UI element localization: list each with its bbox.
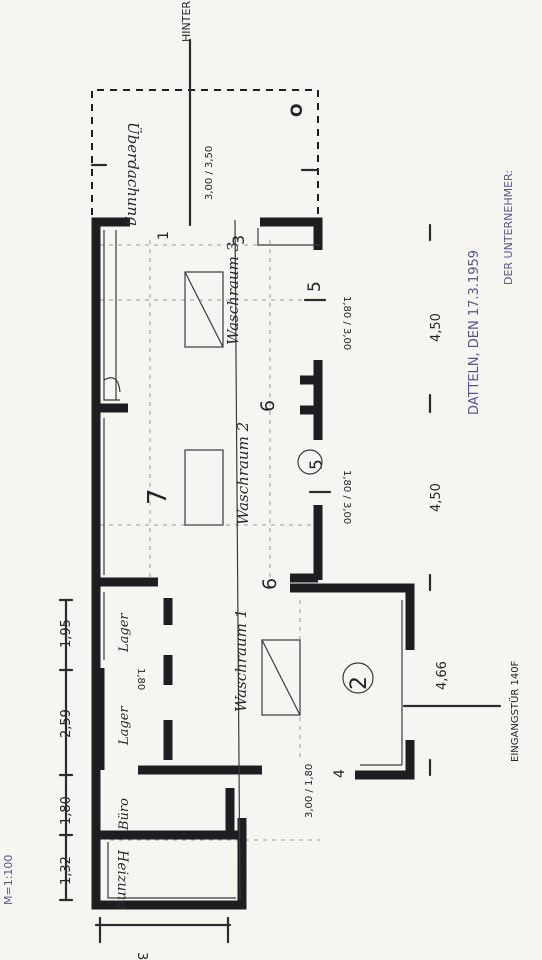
- mark-5-circle: [297, 449, 323, 475]
- faint-sketch-lines: [100, 240, 320, 841]
- dim-4-50-a: 4,50: [429, 313, 444, 342]
- room-waschraum-1: Waschraum 1: [232, 609, 250, 712]
- dim-3-25: 3,25: [134, 952, 149, 960]
- entrance-label: EINGANGSTÜR 140F: [508, 660, 521, 762]
- mark-5-b: 5: [307, 459, 327, 470]
- opening-window-1: 3,00 / 1,80: [304, 764, 315, 818]
- mark-5-a: 5: [305, 281, 325, 292]
- dim-4-50-b: 4,50: [429, 483, 444, 512]
- room-ueberdachung: Überdachung: [124, 122, 142, 226]
- dim-4-66: 4,66: [435, 661, 450, 690]
- dim-1-95: 1,95: [59, 619, 74, 648]
- dimension-chain-left: [58, 223, 432, 944]
- top-note-label: HINTERES DOPPELTOR: [180, 0, 193, 42]
- date-line: DATTELN, DEN 17.3.1959: [467, 250, 482, 415]
- mark-6-a: 6: [257, 400, 279, 412]
- mark-3: 3: [229, 235, 248, 245]
- mark-2-circle: [342, 662, 374, 694]
- opening-window-3: 1,80 / 3,00: [341, 470, 352, 524]
- room-lager-2: Lager: [117, 706, 132, 746]
- signature-label: DER UNTERNEHMER:: [502, 170, 515, 285]
- dim-2-59: 2,59: [59, 709, 74, 738]
- room-lager-1: Lager: [117, 613, 132, 653]
- canopy-outline: [90, 38, 320, 227]
- opening-window-2: 1,80 / 3,00: [341, 296, 352, 350]
- mark-1: 1: [156, 231, 172, 240]
- mark-circle: O: [287, 103, 306, 117]
- exterior-walls: [91, 217, 415, 910]
- opening-roof: 3,00 / 3,50: [204, 146, 215, 200]
- room-heizung: Heizung: [114, 849, 130, 909]
- dim-1-80: 1,80: [59, 796, 74, 825]
- mark-7: 7: [143, 488, 173, 505]
- mark-6-b: 6: [259, 578, 281, 590]
- mark-2: 2: [347, 676, 372, 690]
- inner-details: [103, 219, 502, 901]
- opening-window-lager: 1,80: [135, 668, 146, 690]
- scale-label: M=1:100: [2, 855, 15, 905]
- room-waschraum-3: Waschraum 3: [224, 242, 242, 345]
- dim-1-32: 1,32: [59, 856, 74, 885]
- room-waschraum-2: Waschraum 2: [234, 422, 252, 525]
- mark-4: 4: [332, 769, 348, 778]
- room-buero: Büro: [117, 798, 132, 831]
